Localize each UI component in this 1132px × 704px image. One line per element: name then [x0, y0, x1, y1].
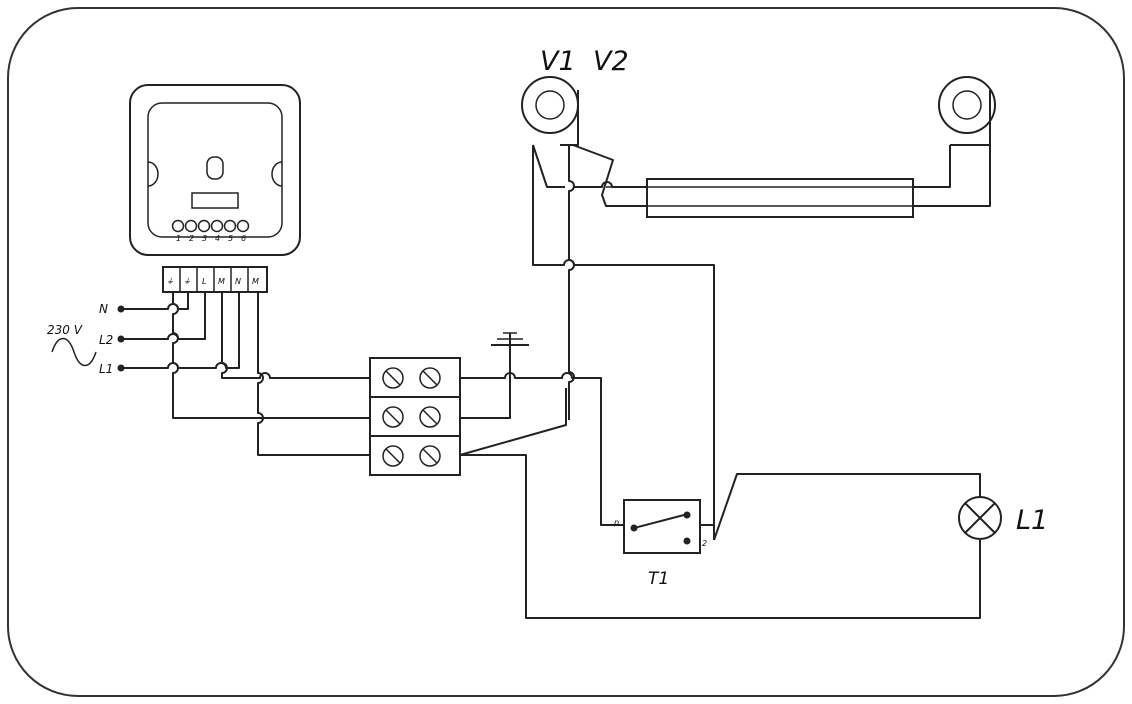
controller-knob-icon: [206, 156, 224, 180]
voltage-label: 230 V: [47, 323, 83, 337]
fan-icon: [938, 76, 996, 134]
phase-label-l2: L2: [99, 333, 113, 347]
controller-unit: 1 2 3 4 5 6: [129, 84, 301, 256]
connector-pin-label: N: [235, 277, 241, 286]
phase-label-l1: L1: [99, 362, 113, 376]
air-duct: [646, 178, 914, 218]
terminal-number: 4: [215, 234, 220, 243]
terminal-number: 1: [176, 234, 181, 243]
lamp-l1: [958, 496, 1002, 540]
controller-connector: ⏚ ⏚ L M N M: [162, 266, 268, 293]
fan-v2: [938, 76, 996, 146]
terminal-number: 3: [202, 234, 207, 243]
relay-label: T1: [648, 569, 669, 589]
controller-terminal-row: 1 2 3 4 5 6: [171, 219, 250, 243]
fan-v1: [521, 76, 579, 146]
controller-slot-left-icon: [147, 161, 159, 187]
ac-sine-icon: [51, 337, 97, 367]
relay-contact-label: 2: [702, 539, 707, 548]
terminal-block: [369, 357, 461, 476]
terminal-number: 2: [189, 234, 194, 243]
connector-pin-label: M: [218, 277, 225, 286]
connector-pin-label: M: [252, 277, 259, 286]
ground-icon: [491, 332, 529, 346]
relay-switch-arm: [633, 514, 685, 529]
controller-display: [191, 192, 239, 209]
phase-label-n: N: [99, 302, 108, 316]
terminal-number: 5: [228, 234, 233, 243]
fan-icon: [521, 76, 579, 134]
controller-housing: [129, 84, 301, 256]
lamp-label: L1: [1016, 505, 1048, 536]
fan-label-v1: V1: [540, 46, 576, 77]
terminal-number: 6: [241, 234, 246, 243]
controller-slot-right-icon: [271, 161, 283, 187]
controller-faceplate: [147, 102, 283, 238]
fan-label-v2: V2: [593, 46, 629, 77]
screw-icon: [382, 367, 441, 467]
relay-t1: p 2: [613, 499, 707, 554]
connector-pin-label: ⏚: [166, 277, 174, 286]
power-supply: 230 V N L2 L1: [47, 302, 125, 376]
relay-contact-label: p: [613, 518, 619, 527]
connector-pin-label: ⏚: [183, 277, 191, 286]
connector-pin-label: L: [202, 277, 206, 286]
